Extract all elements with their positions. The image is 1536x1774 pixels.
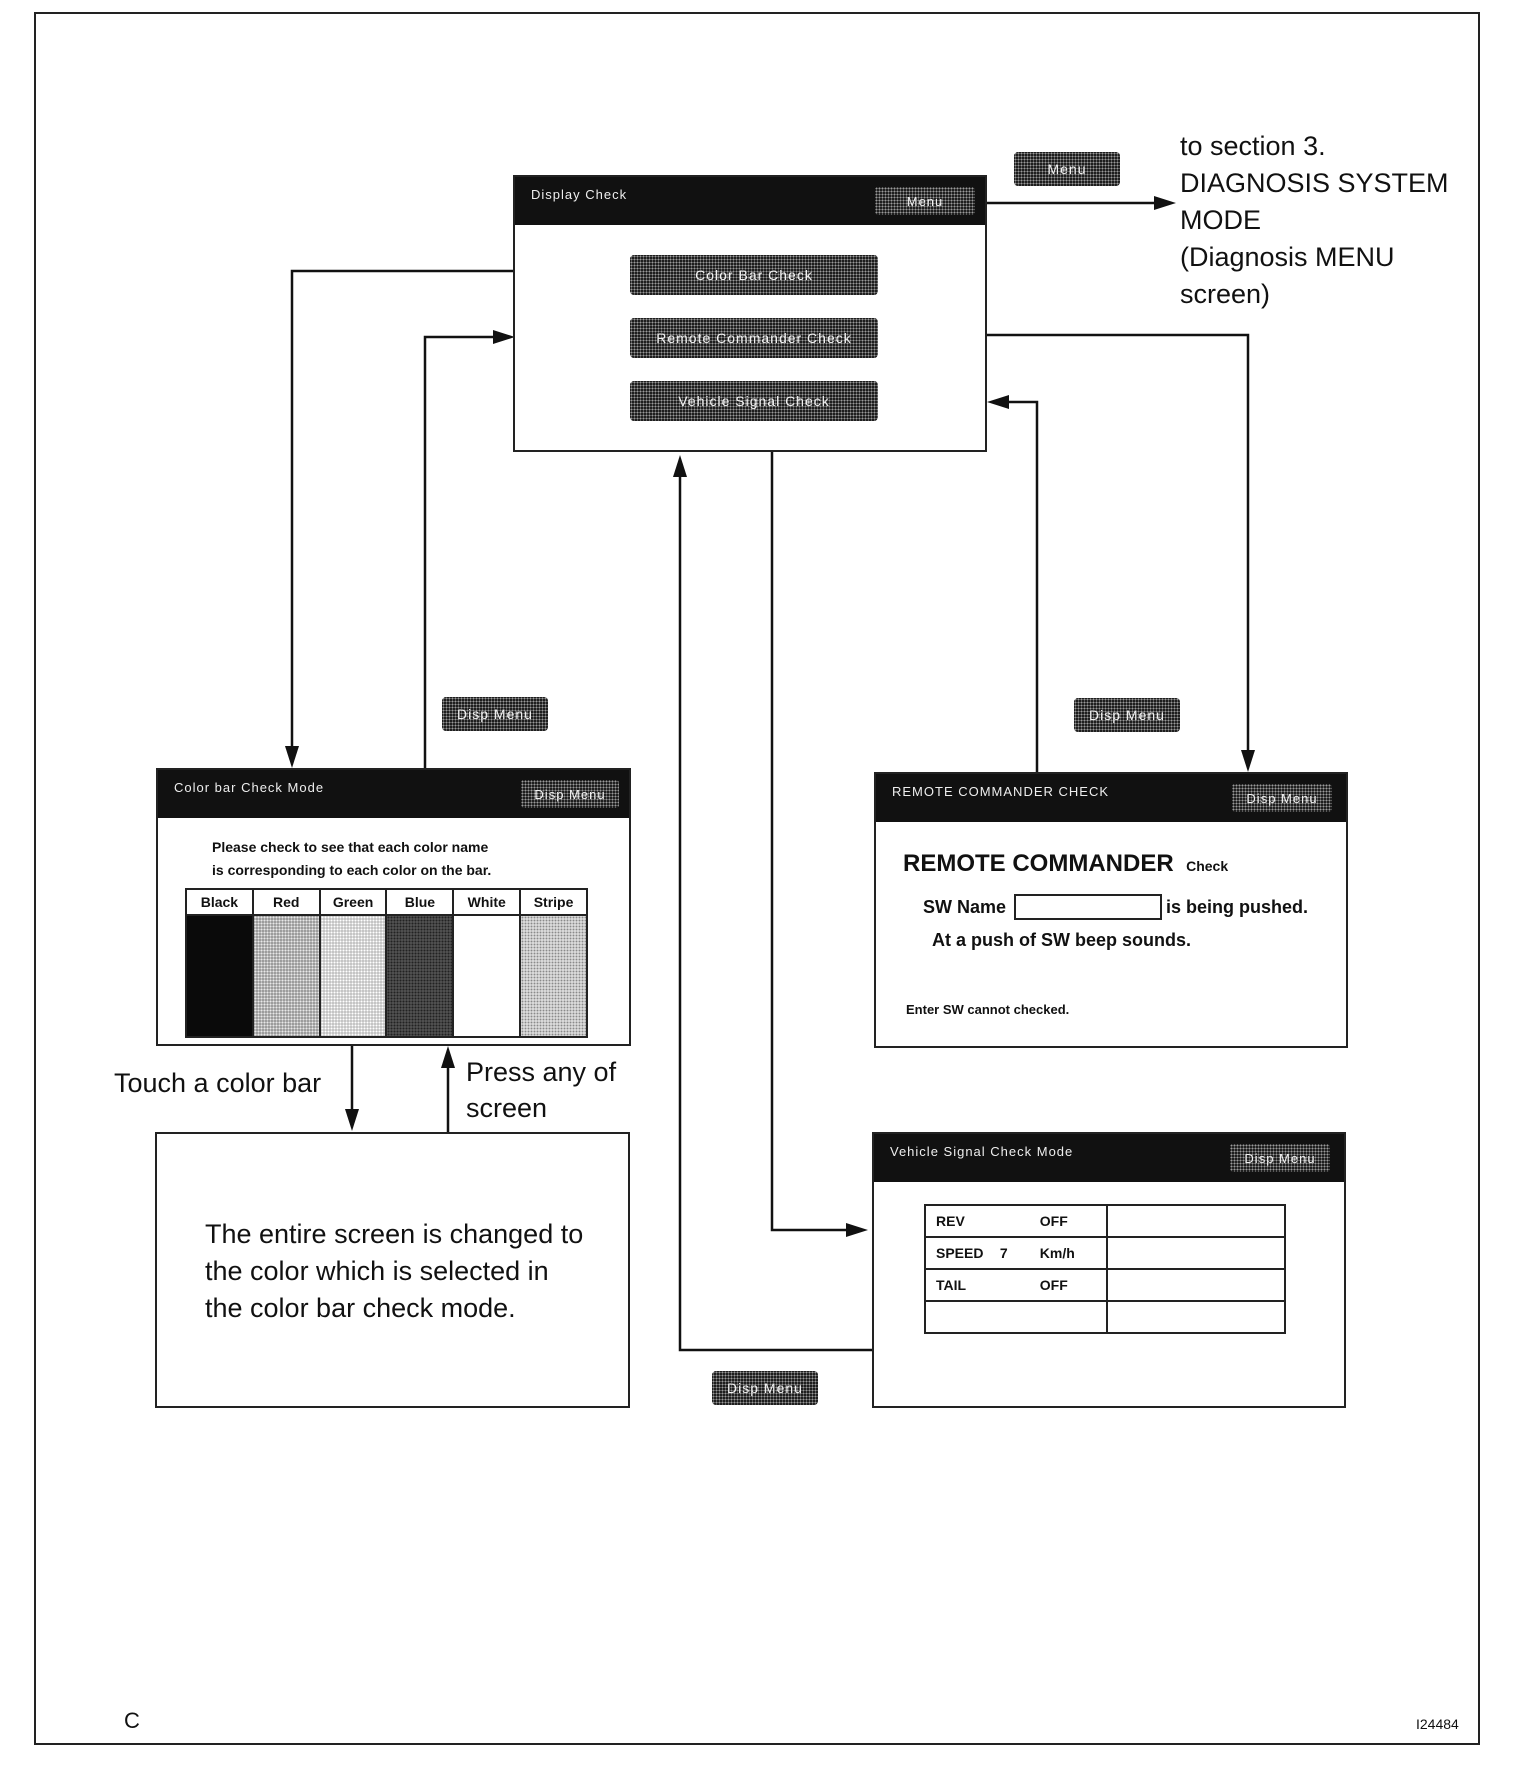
signal-status: OFF [1039,1213,1068,1229]
remote-commander-screen: REMOTE COMMANDER CHECK Disp Menu REMOTE … [874,772,1348,1048]
color-bar-check-button[interactable]: Color Bar Check [630,255,878,295]
diagram-frame [34,12,1480,1745]
color-bar-white[interactable]: White [454,890,522,1036]
sw-name-field [1014,894,1163,920]
remote-titlebar: REMOTE COMMANDER CHECK Disp Menu [876,774,1346,822]
swatch-red [253,916,319,1036]
signal-name: REV [936,1213,965,1229]
color-label-stripe: Stripe [521,890,586,916]
vehicle-signal-table: REV OFF SPEED 7 Km/h TAIL OFF [924,1204,1286,1334]
vehicle-signal-screen: Vehicle Signal Check Mode Disp Menu REV … [872,1132,1346,1408]
signal-extra-cell [1106,1204,1286,1238]
section-reference: to section 3. DIAGNOSIS SYSTEM MODE (Dia… [1180,128,1480,313]
table-row: TAIL OFF [924,1268,1286,1302]
color-bar-screen: Color bar Check Mode Disp Menu Please ch… [156,768,631,1046]
signal-extra-cell [1106,1236,1286,1270]
entire-line-2: the color which is selected in [205,1256,549,1286]
remote-note: Enter SW cannot checked. [906,1002,1070,1017]
swatch-white [454,916,520,1036]
signal-status: OFF [1039,1277,1068,1293]
signal-extra-cell [1106,1268,1286,1302]
remote-commander-check-button[interactable]: Remote Commander Check [630,318,878,358]
section-ref-line-2: DIAGNOSIS SYSTEM [1180,168,1449,198]
section-ref-line-1: to section 3. [1180,131,1326,161]
vehicle-titlebar: Vehicle Signal Check Mode Disp Menu [874,1134,1344,1182]
disp-menu-key-remote[interactable]: Disp Menu [1074,698,1180,732]
sw-name-label: SW Name [923,896,1007,917]
disp-menu-key-vehicle[interactable]: Disp Menu [712,1371,818,1405]
remote-heading-row: REMOTE COMMANDER Check [903,850,1228,878]
beep-line: At a push of SW beep sounds. [932,930,1192,950]
color-label-green: Green [320,890,386,916]
signal-name: TAIL [936,1277,967,1293]
color-bar-green[interactable]: Green [320,890,388,1036]
vehicle-disp-menu-button[interactable]: Disp Menu [1230,1144,1330,1172]
color-bar-instruction: Please check to see that each color name… [212,836,491,882]
sw-name-row: SW Name is being pushed. [923,894,1308,920]
instruction-line-2: is corresponding to each color on the ba… [212,862,492,878]
swatch-black [187,916,252,1036]
table-row: REV OFF [924,1204,1286,1238]
menu-key[interactable]: Menu [1014,152,1120,186]
color-label-blue: Blue [387,890,453,916]
color-bar-red[interactable]: Red [253,890,321,1036]
table-row [924,1300,1286,1334]
color-bar-title: Color bar Check Mode [174,780,325,795]
press-line-2: screen [466,1093,548,1123]
remote-disp-menu-button[interactable]: Disp Menu [1232,784,1332,812]
color-bar-black[interactable]: Black [187,890,254,1036]
color-bar-titlebar: Color bar Check Mode Disp Menu [158,770,629,818]
vehicle-title: Vehicle Signal Check Mode [890,1144,1074,1159]
display-check-title: Display Check [531,187,628,202]
entire-line-3: the color bar check mode. [205,1293,516,1323]
color-bar-stripe[interactable]: Stripe [521,890,586,1036]
section-ref-line-5: screen) [1180,279,1271,309]
press-any-screen-label: Press any of screen [466,1054,616,1126]
color-label-black: Black [187,890,252,916]
signal-extra-cell [1106,1300,1286,1334]
color-label-white: White [454,890,520,916]
remote-title: REMOTE COMMANDER CHECK [892,784,1110,799]
instruction-line-1: Please check to see that each color name [212,839,489,855]
color-bar-disp-menu-button[interactable]: Disp Menu [521,780,619,808]
entire-screen-text: The entire screen is changed to the colo… [205,1216,583,1327]
section-ref-line-3: MODE [1180,205,1261,235]
remote-heading: REMOTE COMMANDER [903,850,1174,877]
corner-letter: C [124,1708,140,1733]
display-check-screen: Display Check Menu Color Bar Check Remot… [513,175,987,452]
press-line-1: Press any of [466,1057,617,1087]
vehicle-signal-check-button[interactable]: Vehicle Signal Check [630,381,878,421]
swatch-blue [387,916,453,1036]
touch-color-bar-label: Touch a color bar [114,1068,322,1098]
signal-value: 7 [999,1245,1008,1261]
display-check-titlebar: Display Check Menu [515,177,985,225]
swatch-stripe [521,916,586,1036]
swatch-green [320,916,386,1036]
signal-name: SPEED [936,1245,984,1261]
figure-id: I24484 [1416,1716,1459,1732]
color-label-red: Red [253,890,319,916]
being-pushed-label: is being pushed. [1166,896,1309,917]
menu-button[interactable]: Menu [875,187,975,215]
color-bar-blue[interactable]: Blue [387,890,455,1036]
entire-screen-box[interactable]: The entire screen is changed to the colo… [155,1132,630,1408]
color-bar-table: Black Red Green Blue White Stripe [185,888,588,1038]
entire-line-1: The entire screen is changed to [205,1219,584,1249]
disp-menu-key-color-bar[interactable]: Disp Menu [442,697,548,731]
signal-status: Km/h [1039,1245,1075,1261]
table-row: SPEED 7 Km/h [924,1236,1286,1270]
remote-heading-small: Check [1186,858,1229,874]
section-ref-line-4: (Diagnosis MENU [1180,242,1395,272]
